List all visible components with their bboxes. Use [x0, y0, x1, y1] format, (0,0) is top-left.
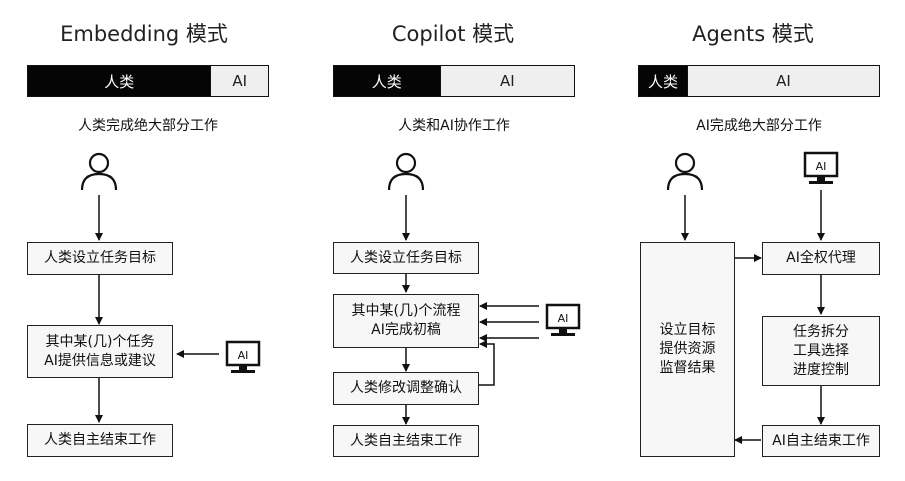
- box-line: 设立目标: [659, 322, 716, 338]
- box-line: 提供资源: [659, 341, 716, 357]
- agents-share-bar: 人类 AI: [638, 65, 880, 97]
- agents-subtitle: AI完成绝大部分工作: [696, 118, 822, 134]
- embedding-share-bar: 人类 AI: [27, 65, 269, 97]
- embedding-subtitle: 人类完成绝大部分工作: [78, 118, 218, 134]
- copilot-title: Copilot 模式: [391, 22, 515, 46]
- bar-ai-segment: AI: [687, 66, 879, 96]
- box-line: AI提供信息或建议: [44, 352, 156, 369]
- copilot-subtitle: 人类和AI协作工作: [398, 118, 510, 134]
- box-line: AI完成初稿: [371, 322, 441, 338]
- monitor-icon: AI: [803, 151, 839, 184]
- bar-ai-segment: AI: [210, 66, 268, 96]
- box-line: 监督结果: [659, 360, 716, 376]
- monitor-icon: AI: [225, 340, 261, 373]
- person-icon: [387, 152, 425, 191]
- copilot-step-human-review: 人类修改调整确认: [333, 372, 479, 405]
- copilot-step-set-goal: 人类设立任务目标: [333, 242, 479, 274]
- box-line: 其中某(几)个任务: [45, 333, 155, 350]
- box-line: 任务拆分: [793, 323, 849, 340]
- agents-human-oversight: 设立目标 提供资源 监督结果: [640, 242, 735, 457]
- monitor-label: AI: [816, 160, 827, 173]
- embedding-step-ai-assist: 其中某(几)个任务 AI提供信息或建议: [27, 325, 173, 378]
- person-icon: [666, 152, 704, 191]
- monitor-label: AI: [238, 349, 249, 362]
- bar-human-segment: 人类: [28, 66, 211, 96]
- monitor-icon: AI: [545, 303, 581, 336]
- bar-human-segment: 人类: [639, 66, 687, 96]
- monitor-label: AI: [558, 312, 569, 325]
- bar-ai-segment: AI: [439, 66, 574, 96]
- box-line: 工具选择: [793, 342, 849, 359]
- box-line: 其中某(几)个流程: [351, 303, 461, 319]
- bar-human-segment: 人类: [334, 66, 440, 96]
- copilot-share-bar: 人类 AI: [333, 65, 575, 97]
- box-line: 进度控制: [793, 361, 849, 378]
- embedding-title: Embedding 模式: [60, 22, 228, 46]
- agents-step-full-proxy: AI全权代理: [762, 242, 880, 275]
- copilot-step-ai-draft: 其中某(几)个流程 AI完成初稿: [333, 294, 479, 348]
- embedding-step-finish: 人类自主结束工作: [27, 424, 173, 457]
- agents-step-finish: AI自主结束工作: [762, 425, 880, 457]
- copilot-step-finish: 人类自主结束工作: [333, 425, 479, 457]
- embedding-step-set-goal: 人类设立任务目标: [27, 242, 173, 275]
- feedback-arrow: [479, 340, 495, 386]
- agents-step-planning: 任务拆分 工具选择 进度控制: [762, 316, 880, 386]
- agents-title: Agents 模式: [692, 22, 814, 46]
- person-icon: [80, 152, 118, 191]
